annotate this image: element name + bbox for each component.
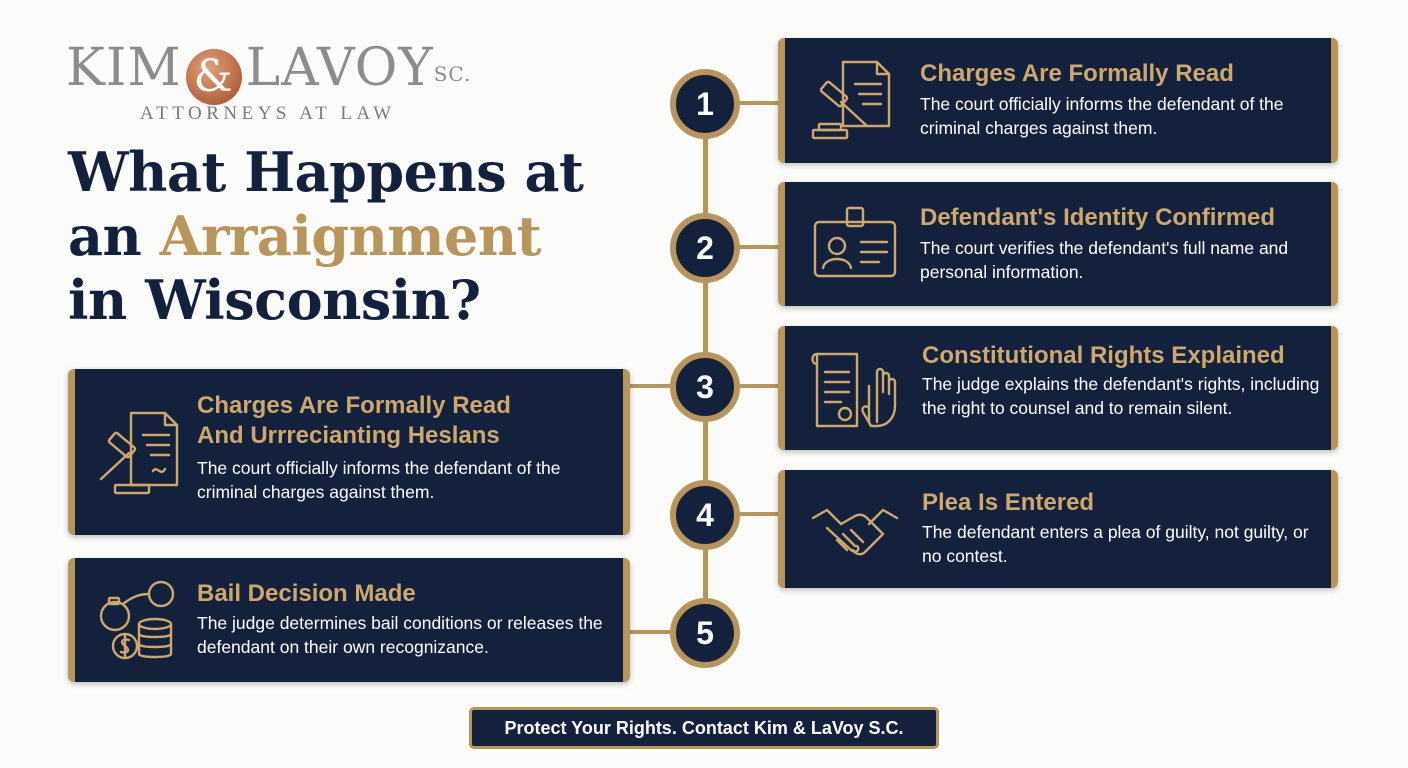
firm-logo: KIM&LAVOYSC. ATTORNEYS AT LAW bbox=[66, 38, 486, 125]
logo-wordmark: KIM&LAVOYSC. bbox=[66, 38, 486, 105]
contact-cta-button[interactable]: Protect Your Rights. Contact Kim & LaVoy… bbox=[469, 707, 939, 749]
connector-left-card bbox=[622, 384, 670, 388]
step-card-3: Constitutional Rights Explained The judg… bbox=[778, 326, 1338, 450]
step-number-4: 4 bbox=[670, 480, 740, 550]
step-number-3: 3 bbox=[670, 352, 740, 422]
handcuffs-coins-icon bbox=[93, 572, 189, 668]
title-line-2-prefix: an bbox=[68, 204, 160, 268]
step-1-description: The court officially informs the defenda… bbox=[920, 94, 1284, 138]
page-title: What Happens at an Arraignment in Wiscon… bbox=[68, 140, 584, 332]
step-2-description: The court verifies the defendant's full … bbox=[920, 238, 1289, 282]
step-3-description: The judge explains the defendant's right… bbox=[922, 374, 1320, 418]
connector-2 bbox=[738, 245, 786, 249]
connector-3 bbox=[738, 384, 786, 388]
step-number-5: 5 bbox=[670, 598, 740, 668]
connector-4 bbox=[738, 512, 786, 516]
step-number-2: 2 bbox=[670, 213, 740, 283]
step-4-title: Plea Is Entered bbox=[922, 489, 1095, 516]
left-card-title-line-1: Charges Are Formally Read bbox=[197, 392, 511, 419]
gavel-document-icon bbox=[95, 405, 191, 501]
logo-name-left: KIM bbox=[66, 38, 182, 98]
id-badge-icon bbox=[807, 198, 903, 294]
left-detail-card: Charges Are Formally Read And Urrreciant… bbox=[68, 369, 630, 535]
title-line-1: What Happens at bbox=[68, 140, 584, 204]
title-line-3: in Wisconsin? bbox=[68, 268, 481, 332]
step-card-2: Defendant's Identity Confirmed The court… bbox=[778, 182, 1338, 306]
logo-ampersand-icon: & bbox=[185, 49, 242, 105]
logo-tagline: ATTORNEYS AT LAW bbox=[140, 103, 396, 124]
title-highlight: Arraignment bbox=[159, 204, 542, 268]
connector-1 bbox=[738, 101, 786, 105]
gavel-document-icon bbox=[807, 54, 903, 150]
scroll-raised-hand-icon bbox=[807, 342, 903, 438]
logo-suffix: SC. bbox=[433, 62, 472, 86]
step-3-title: Constitutional Rights Explained bbox=[922, 342, 1285, 369]
step-2-title: Defendant's Identity Confirmed bbox=[920, 204, 1276, 231]
step-card-4: Plea Is Entered The defendant enters a p… bbox=[778, 470, 1338, 588]
step-card-5: Bail Decision Made The judge determines … bbox=[68, 558, 630, 682]
handshake-icon bbox=[807, 484, 903, 580]
step-5-title: Bail Decision Made bbox=[197, 580, 416, 607]
left-card-description: The court officially informs the defenda… bbox=[197, 458, 561, 502]
step-5-description: The judge determines bail conditions or … bbox=[197, 613, 603, 657]
connector-5 bbox=[622, 630, 670, 634]
step-number-1: 1 bbox=[670, 69, 740, 139]
step-1-title: Charges Are Formally Read bbox=[920, 60, 1234, 87]
logo-name-right: LAVOY bbox=[245, 38, 434, 98]
step-4-description: The defendant enters a plea of guilty, n… bbox=[922, 522, 1309, 566]
step-card-1: Charges Are Formally Read The court offi… bbox=[778, 38, 1338, 163]
left-card-title-line-2: And Urrrecianting Heslans bbox=[197, 422, 500, 449]
